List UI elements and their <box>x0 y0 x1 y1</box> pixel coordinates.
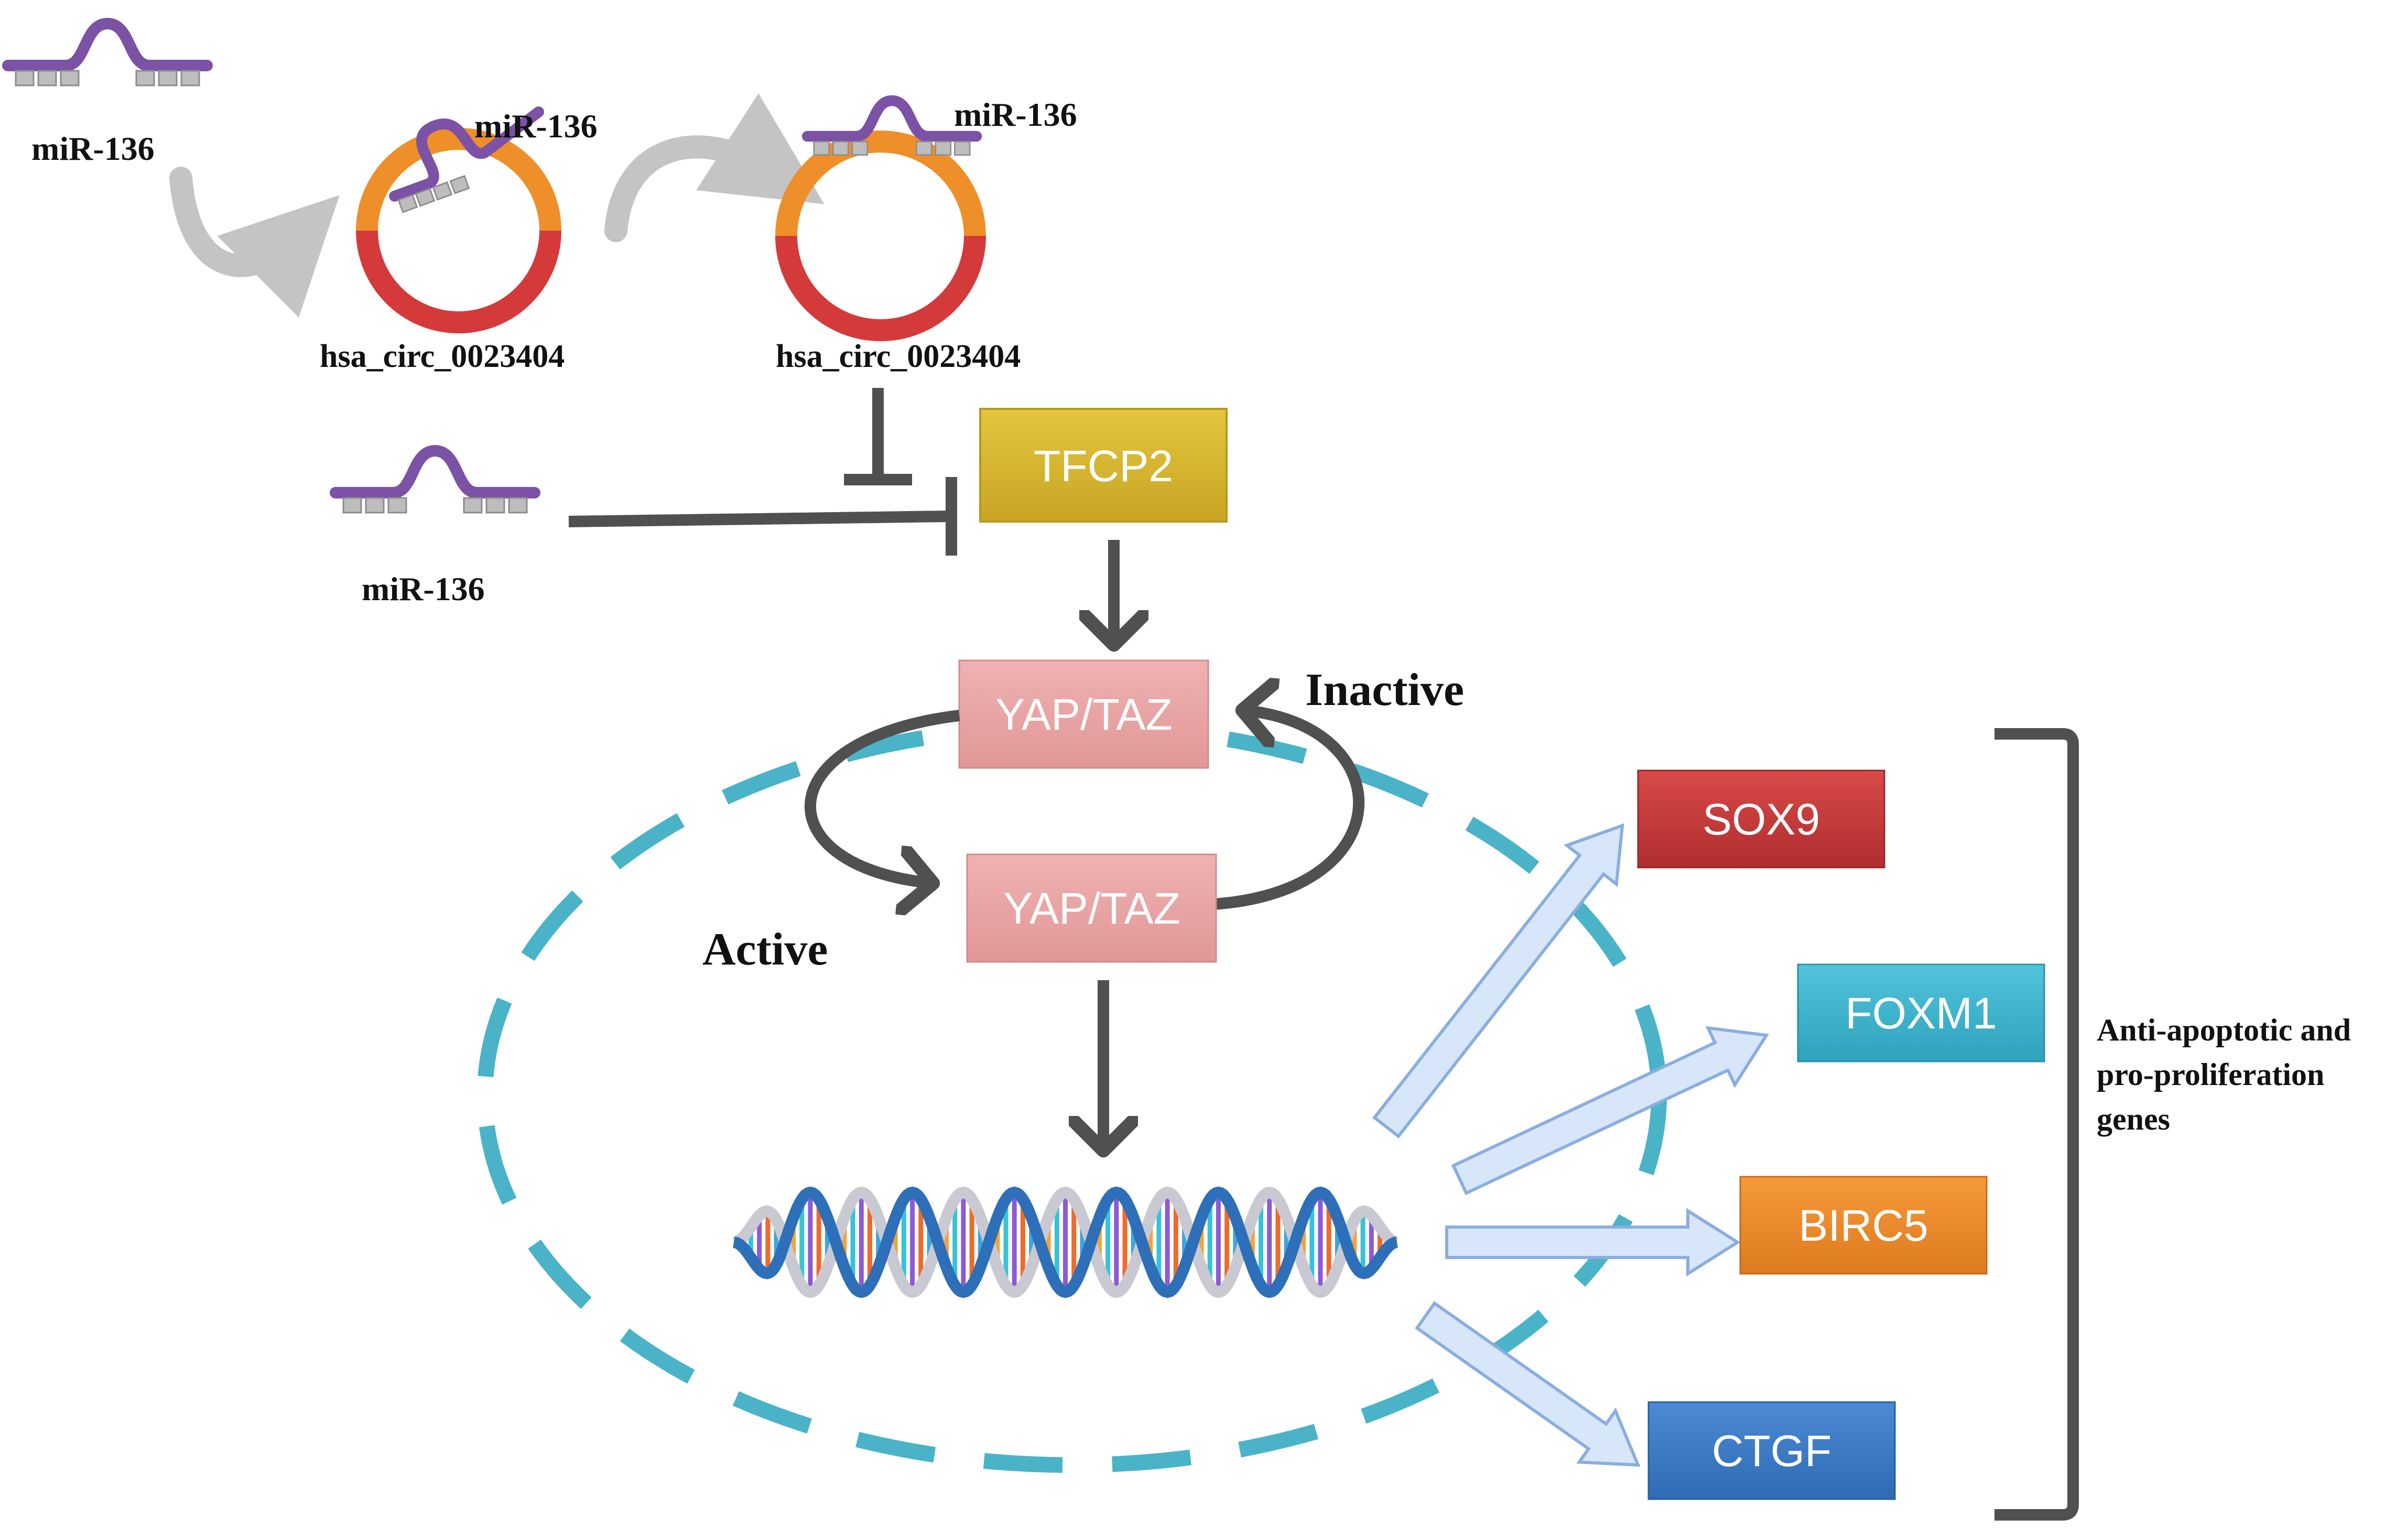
dna-strand-1 <box>733 1186 1398 1298</box>
gene-label-birc5: BIRC5 <box>1798 1201 1928 1250</box>
gene-group-label: Anti-apoptotic and pro-proliferation gen… <box>2097 1013 2359 1136</box>
gene-node-foxm1: FOXM1 <box>1797 963 2045 1062</box>
mirna-inhibits-tfcp2 <box>568 477 957 556</box>
gene-node-sox9: SOX9 <box>1637 769 1885 869</box>
gene-node-birc5: BIRC5 <box>1739 1176 1988 1275</box>
yap-taz-active-node: YAP/TAZ <box>966 853 1217 963</box>
inactive-state-label: Inactive <box>1305 665 1464 715</box>
tfcp2-label: TFCP2 <box>1034 441 1173 491</box>
mirna-bound-label-1: miR-136 <box>474 107 598 145</box>
mirna-bound-label-2: miR-136 <box>954 96 1077 133</box>
circrna-label-2: hsa_circ_0023404 <box>776 339 1021 374</box>
gene-label-ctgf: CTGF <box>1712 1426 1832 1476</box>
gene-group-label-line1: Anti-apoptotic and <box>2097 1013 2351 1047</box>
mirna-top-left-label: miR-136 <box>31 130 155 167</box>
circrna-1-icon <box>356 106 561 333</box>
tfcp2-node: TFCP2 <box>979 408 1228 523</box>
activation-cycle-arrow <box>804 710 960 883</box>
active-state-label: Active <box>702 924 828 975</box>
inactivation-cycle-arrow <box>1213 710 1364 910</box>
sponging-arrow-2 <box>604 93 825 242</box>
yap-taz-active-label: YAP/TAZ <box>1003 884 1180 933</box>
mirna-free-top-icon <box>8 24 207 85</box>
circrna-label-1: hsa_circ_0023404 <box>320 339 565 374</box>
gene-label-sox9: SOX9 <box>1703 795 1820 844</box>
gene-node-ctgf: CTGF <box>1647 1401 1896 1500</box>
gene-group-bracket <box>1994 728 2079 1521</box>
mirna-inhibitor-label: miR-136 <box>362 570 485 608</box>
sponging-arrow-1 <box>169 167 340 318</box>
yap-taz-inactive-label: YAP/TAZ <box>995 690 1173 739</box>
dna-helix-icon <box>733 1186 1398 1298</box>
mirna-inhibitor-icon <box>335 451 535 513</box>
dna-to-birc5-arrow <box>1445 1208 1741 1277</box>
gene-group-label-line2: pro-proliferation <box>2097 1057 2324 1092</box>
dna-to-ctgf-arrow <box>1415 1301 1641 1467</box>
dna-to-foxm1-arrow <box>1451 1026 1770 1196</box>
circrna-2-icon <box>775 95 986 341</box>
gene-group-label-line3: genes <box>2097 1102 2170 1136</box>
gene-label-foxm1: FOXM1 <box>1845 989 1997 1038</box>
dna-strand-2 <box>733 1186 1398 1298</box>
circrna-inhibits-tfcp2 <box>844 388 912 485</box>
yap-taz-inactive-node: YAP/TAZ <box>958 659 1209 769</box>
dna-to-sox9-arrow <box>1372 823 1624 1139</box>
